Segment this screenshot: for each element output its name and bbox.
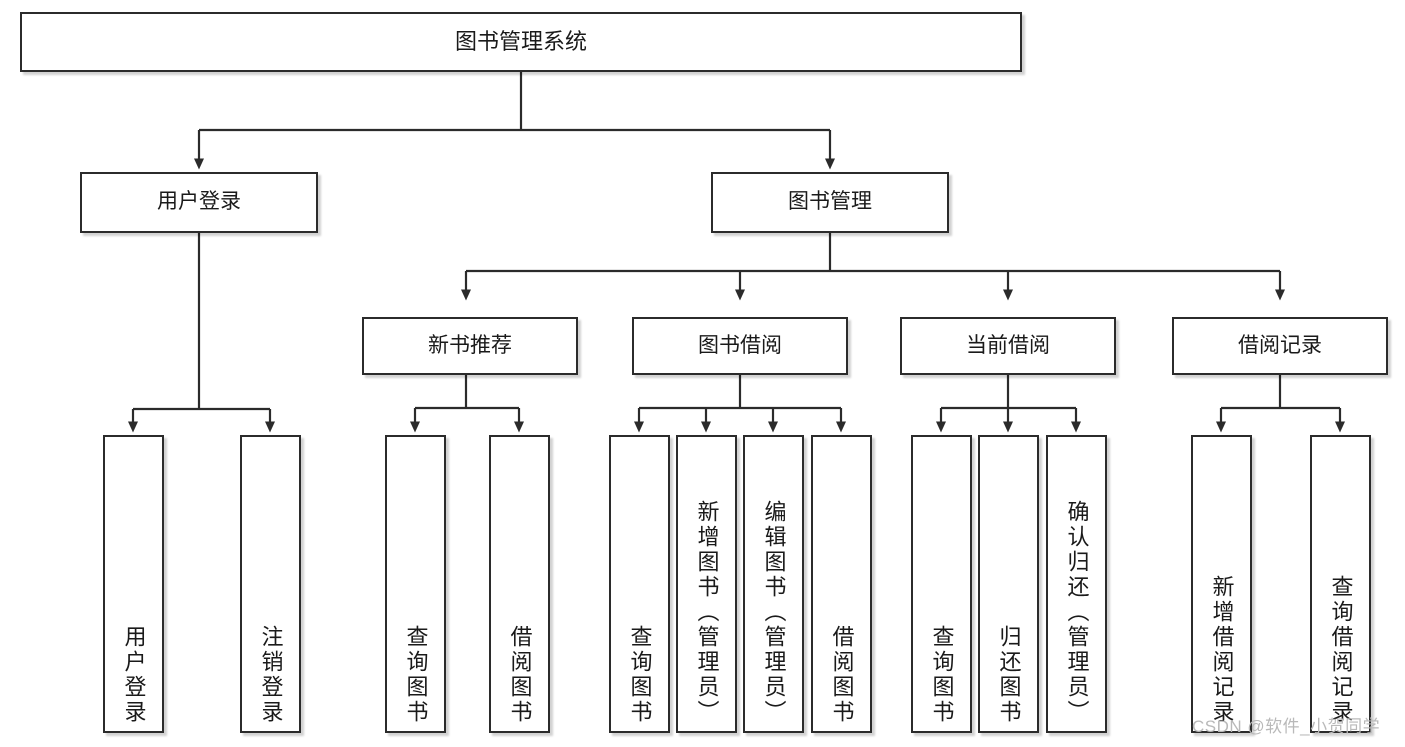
node-label: 借阅图书 [829, 625, 855, 725]
node-leaf-query-borrow-record[interactable]: 查询借阅记录 [1310, 435, 1371, 733]
node-current-borrow[interactable]: 当前借阅 [900, 317, 1116, 375]
node-leaf-borrow-book[interactable]: 借阅图书 [811, 435, 872, 733]
node-label: 查询图书 [929, 625, 955, 725]
node-label: 图书管理系统 [454, 29, 587, 55]
node-leaf-edit-book-admin[interactable]: 编辑图书（管理员） [743, 435, 804, 733]
node-leaf-logout[interactable]: 注销登录 [240, 435, 301, 733]
node-leaf-return-book[interactable]: 归还图书 [978, 435, 1039, 733]
node-label: 借阅记录 [1238, 333, 1322, 357]
node-label: 图书管理 [788, 190, 872, 214]
node-root-book-management-system[interactable]: 图书管理系统 [20, 12, 1022, 72]
node-label: 新书推荐 [428, 333, 512, 357]
node-leaf-confirm-return-admin[interactable]: 确认归还（管理员） [1046, 435, 1107, 733]
csdn-watermark: CSDN @软件_小贺同学 [1192, 717, 1381, 736]
node-label: 查询图书 [403, 625, 429, 725]
node-label: 确认归还（管理员） [1064, 500, 1090, 725]
node-leaf-query-book-current[interactable]: 查询图书 [911, 435, 972, 733]
node-label: 新增借阅记录 [1209, 575, 1235, 725]
node-new-book-recommend[interactable]: 新书推荐 [362, 317, 578, 375]
node-label: 新增图书（管理员） [694, 500, 720, 725]
node-user-login[interactable]: 用户登录 [80, 172, 318, 233]
node-leaf-add-book-admin[interactable]: 新增图书（管理员） [676, 435, 737, 733]
node-label: 用户登录 [157, 190, 241, 214]
node-label: 查询图书 [627, 625, 653, 725]
node-book-borrow[interactable]: 图书借阅 [632, 317, 848, 375]
node-borrow-record[interactable]: 借阅记录 [1172, 317, 1388, 375]
node-label: 图书借阅 [698, 333, 782, 357]
node-leaf-query-book-recommend[interactable]: 查询图书 [385, 435, 446, 733]
node-label: 归还图书 [996, 625, 1022, 725]
node-leaf-borrow-book-recommend[interactable]: 借阅图书 [489, 435, 550, 733]
node-label: 用户登录 [121, 625, 147, 725]
node-label: 查询借阅记录 [1328, 575, 1354, 725]
node-leaf-add-borrow-record[interactable]: 新增借阅记录 [1191, 435, 1252, 733]
node-book-management[interactable]: 图书管理 [711, 172, 949, 233]
node-label: 当前借阅 [966, 333, 1050, 357]
node-leaf-query-book-borrow[interactable]: 查询图书 [609, 435, 670, 733]
node-label: 借阅图书 [507, 625, 533, 725]
node-label: 编辑图书（管理员） [761, 500, 787, 725]
node-leaf-user-login[interactable]: 用户登录 [103, 435, 164, 733]
node-label: 注销登录 [258, 625, 284, 725]
